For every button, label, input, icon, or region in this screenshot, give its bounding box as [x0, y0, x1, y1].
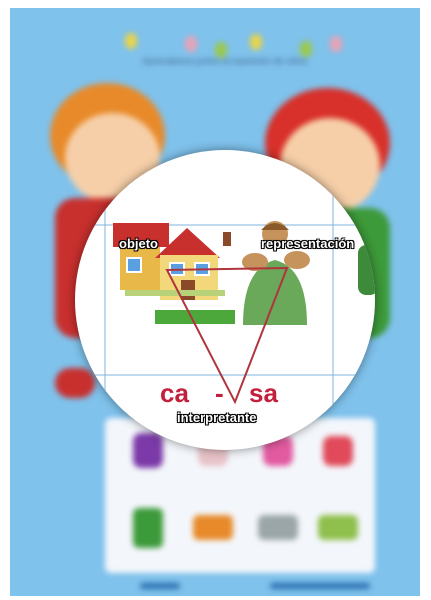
magnifier-lens: objeto representación ca - sa interpreta… — [75, 150, 375, 450]
footer-bar — [270, 583, 370, 589]
decorative-dot — [330, 36, 342, 52]
poster-title: Aprendamos juntos la expresión de niños — [142, 56, 308, 66]
magnifier-content — [75, 150, 375, 450]
decorative-dot — [300, 41, 312, 57]
syllable-dash: - — [215, 378, 224, 408]
child-left-shoe — [55, 368, 95, 398]
card-cell — [120, 503, 175, 563]
card-cell — [250, 503, 305, 563]
card-cell — [185, 503, 240, 563]
decorative-dot — [250, 34, 262, 50]
label-objeto: objeto — [119, 236, 158, 251]
decorative-dot — [185, 36, 197, 52]
syllable-first: ca — [160, 378, 189, 408]
decorative-dot — [215, 42, 227, 58]
card-cell — [120, 428, 175, 488]
syllable-second: sa — [249, 378, 278, 408]
footer-bar — [140, 583, 180, 589]
card-cell — [310, 428, 365, 488]
house-icon — [113, 223, 235, 324]
semiotic-triangle — [165, 266, 289, 405]
label-representacion: representación — [261, 236, 355, 251]
decorative-dot — [125, 33, 137, 49]
label-interpretante: interpretante — [177, 410, 257, 425]
sign-language-person-icon — [242, 221, 310, 325]
partial-figure — [358, 245, 375, 295]
card-cell — [310, 503, 365, 563]
